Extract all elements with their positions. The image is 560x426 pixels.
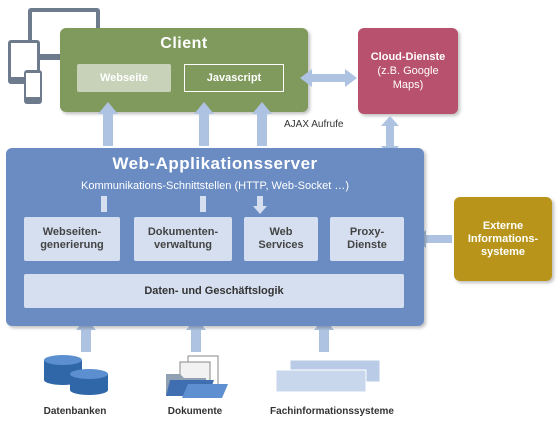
extern-line1: Externe [482, 219, 524, 232]
extern-line3: systeme [480, 245, 526, 258]
inner-connector-2 [200, 196, 206, 212]
service-web-services: Web Services [244, 217, 318, 261]
cloud-title: Cloud-Dienste [370, 51, 446, 63]
service-label-line1: Dokumenten- [147, 226, 219, 238]
arrow-fis-server [314, 318, 334, 352]
server-subtitle: Kommunikations-Schnittstellen (HTTP, Web… [81, 180, 349, 192]
arrow-client-server-2 [194, 102, 214, 146]
service-label-line2: Dienste [347, 239, 387, 251]
stacked-systems-icon [275, 359, 381, 393]
arrow-client-server-1 [98, 102, 118, 146]
service-label-line1: Webseiten- [42, 226, 102, 238]
javascript-box: Javascript [184, 64, 284, 92]
inner-arrow-web-services [253, 196, 267, 214]
arrow-db-server [76, 318, 96, 352]
arrow-docs-server [186, 318, 206, 352]
label-datenbanken: Datenbanken [43, 405, 107, 417]
database-icon [44, 355, 108, 395]
label-fachinformationssysteme: Fachinformationssysteme [270, 405, 394, 417]
client-title: Client [160, 35, 208, 52]
arrow-extern-server [415, 230, 452, 248]
ajax-label: AJAX Aufrufe [284, 119, 344, 130]
business-logic-box: Daten- und Geschäftslogik [24, 274, 404, 308]
service-dokumentenverwaltung: Dokumenten- verwaltung [134, 217, 232, 261]
arrow-client-cloud [300, 69, 357, 87]
service-proxy-dienste: Proxy- Dienste [330, 217, 404, 261]
service-label-line2: verwaltung [153, 239, 213, 251]
folder-icon [166, 355, 228, 398]
inner-connector-1 [101, 196, 107, 212]
service-label-line1: Web [269, 226, 293, 238]
service-label-line2: generierung [40, 239, 104, 251]
arrow-cloud-server [381, 116, 399, 156]
service-label-line1: Proxy- [349, 226, 385, 238]
arrow-client-server-3 [252, 102, 272, 146]
external-systems-box: Externe Informations- systeme [454, 197, 552, 281]
service-label-line2: Services [258, 239, 304, 251]
cloud-subtitle-line1: (z.B. Google [377, 65, 439, 77]
extern-line2: Informations- [467, 232, 539, 245]
server-title: Web-Applikationsserver [112, 154, 318, 173]
cloud-subtitle-line2: Maps) [392, 79, 424, 91]
webseite-box: Webseite [77, 64, 171, 92]
service-webseitengenerierung: Webseiten- generierung [24, 217, 120, 261]
cloud-services-box: Cloud-Dienste (z.B. Google Maps) [358, 28, 458, 114]
label-dokumente: Dokumente [167, 405, 223, 417]
